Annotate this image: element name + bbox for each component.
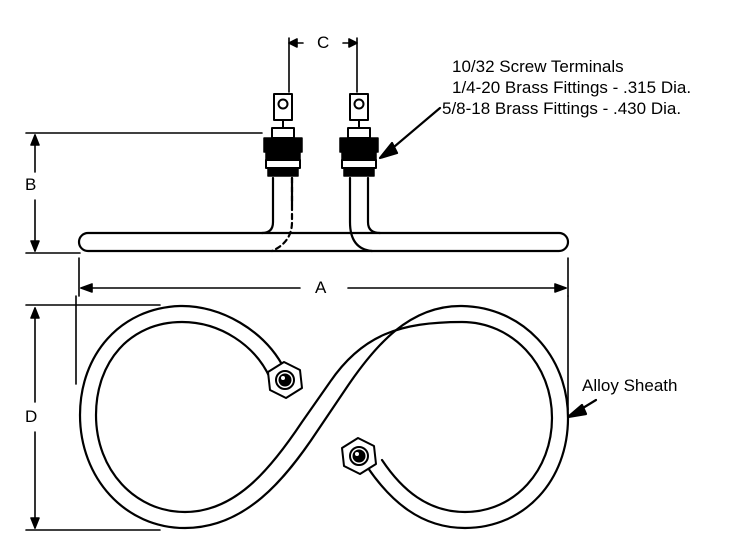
right-terminal-leg [348,176,382,253]
dimension-b-label: B [22,175,40,195]
note-five-eighths-fittings: 5/8-18 Brass Fittings - .430 Dia. [442,99,682,118]
dimension-a-lines [78,257,569,297]
element-tube-side [77,231,570,253]
dimension-a-label: A [312,278,330,298]
fitting-pointer-arrow [378,106,442,160]
dimension-d-label: D [22,407,41,427]
figure-eight-element [78,304,570,530]
side-view [25,37,570,254]
right-brass-fitting [339,127,379,177]
right-screw-terminal [349,93,369,129]
plan-fitting-left [267,361,303,399]
dimension-d-lines [25,295,569,531]
dimension-b-lines [25,132,263,254]
fitting-notes: 10/32 Screw Terminals 1/4-20 Brass Fitti… [442,56,692,119]
sheath-pointer-arrow [566,398,598,419]
dimension-c-lines [288,37,358,93]
dimension-c-label: C [314,33,333,53]
left-brass-fitting [263,127,303,177]
note-quarter-fittings: 1/4-20 Brass Fittings - .315 Dia. [452,78,692,97]
left-terminal-leg [260,176,294,253]
plan-fitting-right [341,437,377,475]
note-screw-terminals: 10/32 Screw Terminals [452,57,624,76]
left-screw-terminal [273,93,293,129]
plan-view [25,295,598,531]
alloy-sheath-label: Alloy Sheath [582,376,678,396]
